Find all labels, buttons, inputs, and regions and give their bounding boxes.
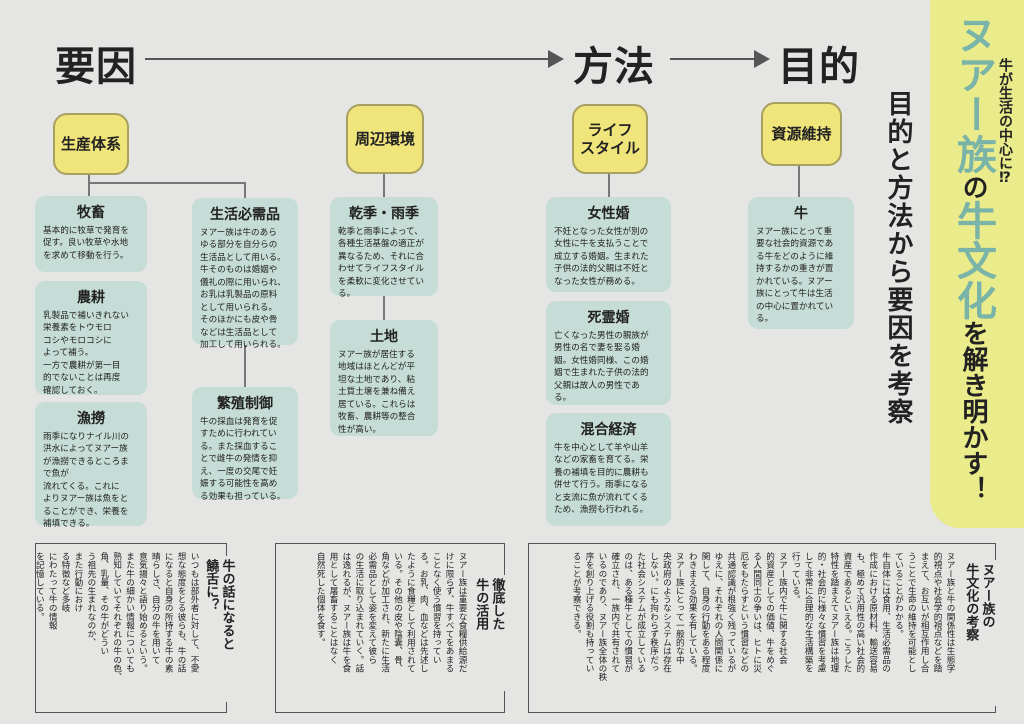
card-ushi-title: 牛 xyxy=(794,206,808,222)
card-seikatsu-title: 生活必需品 xyxy=(210,207,280,223)
frame-wadai-text: いつもは部外者に対して、不愛 想な態度をとる彼らも、牛の話 になると自身の所持す… xyxy=(34,552,199,681)
card-bokuchiku: 牧畜 基本的に牧草で発育を 促す。良い牧草や水地 を求めて移動を行う。 xyxy=(35,196,147,272)
card-kongou-title: 混合経済 xyxy=(580,422,637,438)
card-seikatsu: 生活必需品 ヌアー族は牛のあら ゆる部分を自分らの 生活品として用いる。 牛その… xyxy=(192,198,298,350)
category-production: 生産体系 xyxy=(53,113,129,175)
card-joseikon: 女性婚 不妊となった女性が別の 女性に牛を支払うことで 成立する婚姻。生まれた … xyxy=(546,197,671,292)
card-shireikon-text: 亡くなった男性の親族が 男性の名で妻を娶る婚 姻。女性婚同様、この婚 姻で生まれ… xyxy=(554,331,649,404)
connector-seikatsu-hanshoku xyxy=(244,345,246,387)
frame-kousatsu-text: ヌアー族と牛の関係性は生態学 的視点や社会学的視点などを踏 まえて、お互いが相互… xyxy=(571,552,955,681)
card-nouko-title: 農耕 xyxy=(77,290,105,306)
card-kongou: 混合経済 牛を中心として羊や山羊 などの家畜を育てる。栄 養の補填を目的に農耕も… xyxy=(546,413,671,526)
frame-wadai-title: 牛の話になると 饒舌に？ xyxy=(200,556,237,702)
connector-kanki-tochi xyxy=(383,296,385,320)
connector-env-v xyxy=(383,172,385,198)
connector-production-v xyxy=(88,172,90,198)
card-ushi-text: ヌアー族にとって重 要な社会的資源であ る牛をどのように維 持するかの重きが置 … xyxy=(756,227,834,325)
card-hanshoku-title: 繁殖制御 xyxy=(217,396,273,412)
card-seikatsu-text: ヌアー族は牛のあら ゆる部分を自分らの 生活品として用いる。 牛そのものは婚姻や… xyxy=(200,228,287,351)
side-subtitle: 目的と方法から要因を考察 xyxy=(883,90,913,426)
card-kanki-text: 乾季と雨季によって、 各種生活基盤の適正が 異なるため、それに合 わせてライフス… xyxy=(338,227,424,300)
frame-tettei-text: ヌアー族は重要な食糧供給源だ けに限らず、牛すべてをあまる ことなく使う慣習を持… xyxy=(315,552,467,673)
card-joseikon-text: 不妊となった女性が別の 女性に牛を支払うことで 成立する婚姻。生まれた 子供の法… xyxy=(554,227,649,287)
connector-production-h xyxy=(90,182,246,184)
card-shireikon-title: 死霊婚 xyxy=(587,310,630,326)
card-hanshoku: 繁殖制御 牛の採血は発育を促 すために行われてい る。また採血するこ とで雌牛の… xyxy=(192,387,298,502)
title-part2: 牛文化 xyxy=(950,200,996,320)
card-tochi: 土地 ヌアー族が居住する 地域はほとんどが平 坦な土地であり、粘 土質土壌を兼ね… xyxy=(330,320,438,436)
card-hanshoku-text: 牛の採血は発育を促 すために行われてい る。また採血するこ とで雌牛の発情を抑 … xyxy=(200,417,286,502)
category-lifestyle: ライフスタイル xyxy=(572,104,648,174)
card-shireikon: 死霊婚 亡くなった男性の親族が 男性の名で妻を娶る婚 姻。女性婚同様、この婚 姻… xyxy=(546,301,671,405)
frame-tettei-title: 徹底した 牛の活用 xyxy=(470,575,507,691)
frame-kousatsu-title: ヌアー族の 牛文化の考察 xyxy=(960,560,997,706)
category-resource: 資源維持 xyxy=(761,102,842,166)
card-gyoro-text: 雨季になりナイル川の 洪水によってヌアー族 が漁撈できるところま で魚が 流れて… xyxy=(43,432,129,530)
card-kanki: 乾季・雨季 乾季と雨季によって、 各種生活基盤の適正が 異なるため、それに合 わ… xyxy=(330,197,438,299)
title-catch: 牛が生活の中心に⁉ xyxy=(997,58,1013,186)
header-method: 方法 xyxy=(573,44,655,90)
connector-life-v xyxy=(608,172,610,198)
category-environment: 周辺環境 xyxy=(346,104,424,174)
connector-resource-v xyxy=(798,164,800,198)
title-heading: ヌアー族の牛文化を解き明かす！ xyxy=(944,14,1002,502)
arrow-cause-to-method xyxy=(145,58,550,60)
card-gyoro-title: 漁撈 xyxy=(77,411,105,427)
card-nouko: 農耕 乳製品で補いきれない 栄養素をトウモロ コシやモロコシに よって補う。 一… xyxy=(35,281,147,396)
card-ushi: 牛 ヌアー族にとって重 要な社会的資源であ る牛をどのように維 持するかの重きが… xyxy=(748,197,854,329)
card-kongou-text: 牛を中心として羊や山羊 などの家畜を育てる。栄 養の補填を目的に農耕も 併せて行… xyxy=(554,443,649,516)
title-part3: を解き明かす！ xyxy=(958,320,988,502)
header-cause: 要因 xyxy=(55,44,137,90)
card-tochi-title: 土地 xyxy=(370,329,398,345)
title-no: の xyxy=(958,174,988,200)
category-lifestyle-line1: ライフ xyxy=(587,121,633,139)
card-bokuchiku-text: 基本的に牧草で発育を 促す。良い牧草や水地 を求めて移動を行う。 xyxy=(43,226,129,261)
card-nouko-text: 乳製品で補いきれない 栄養素をトウモロ コシやモロコシに よって補う。 一方で農… xyxy=(43,311,129,396)
card-joseikon-title: 女性婚 xyxy=(587,206,630,222)
header-purpose: 目的 xyxy=(778,44,860,90)
arrow-method-to-purpose xyxy=(670,58,756,60)
title-part1: ヌアー族 xyxy=(950,14,996,174)
card-gyoro: 漁撈 雨季になりナイル川の 洪水によってヌアー族 が漁撈できるところま で魚が … xyxy=(35,402,147,529)
arrow-head-method-icon xyxy=(548,50,564,68)
category-lifestyle-line2: スタイル xyxy=(579,139,640,157)
arrow-head-purpose-icon xyxy=(754,50,770,68)
title-panel xyxy=(930,0,1024,528)
card-tochi-text: ヌアー族が居住する 地域はほとんどが平 坦な土地であり、粘 土質土壌を兼ね備え … xyxy=(338,350,416,435)
connector-production-right-v xyxy=(244,182,246,198)
card-bokuchiku-title: 牧畜 xyxy=(77,205,105,221)
card-kanki-title: 乾季・雨季 xyxy=(349,206,419,222)
